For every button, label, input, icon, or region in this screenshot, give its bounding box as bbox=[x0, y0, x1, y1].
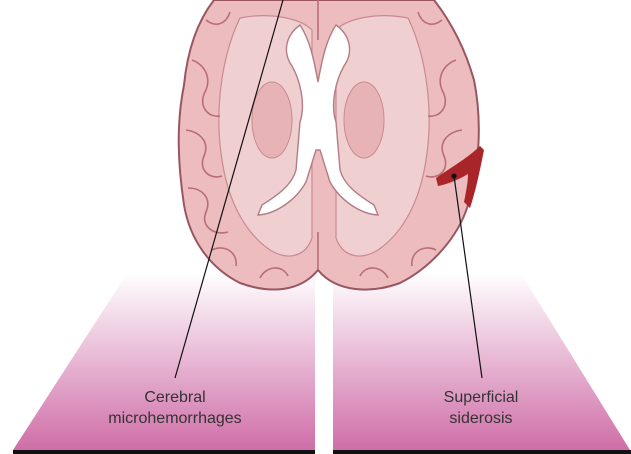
label-right-line2: siderosis bbox=[371, 408, 591, 429]
label-left-line2: microhemorrhages bbox=[65, 408, 285, 429]
right-baseline bbox=[333, 450, 631, 454]
label-cerebral-microhemorrhages: Cerebral microhemorrhages bbox=[65, 387, 285, 429]
left-deep-nuclei bbox=[252, 82, 292, 158]
right-deep-nuclei bbox=[344, 82, 384, 158]
label-superficial-siderosis: Superficial siderosis bbox=[371, 387, 591, 429]
brain-axial-illustration bbox=[179, 0, 484, 290]
label-left-line1: Cerebral bbox=[65, 387, 285, 408]
siderosis-pointer-dot bbox=[451, 173, 456, 178]
left-baseline bbox=[13, 450, 315, 454]
label-right-line1: Superficial bbox=[371, 387, 591, 408]
